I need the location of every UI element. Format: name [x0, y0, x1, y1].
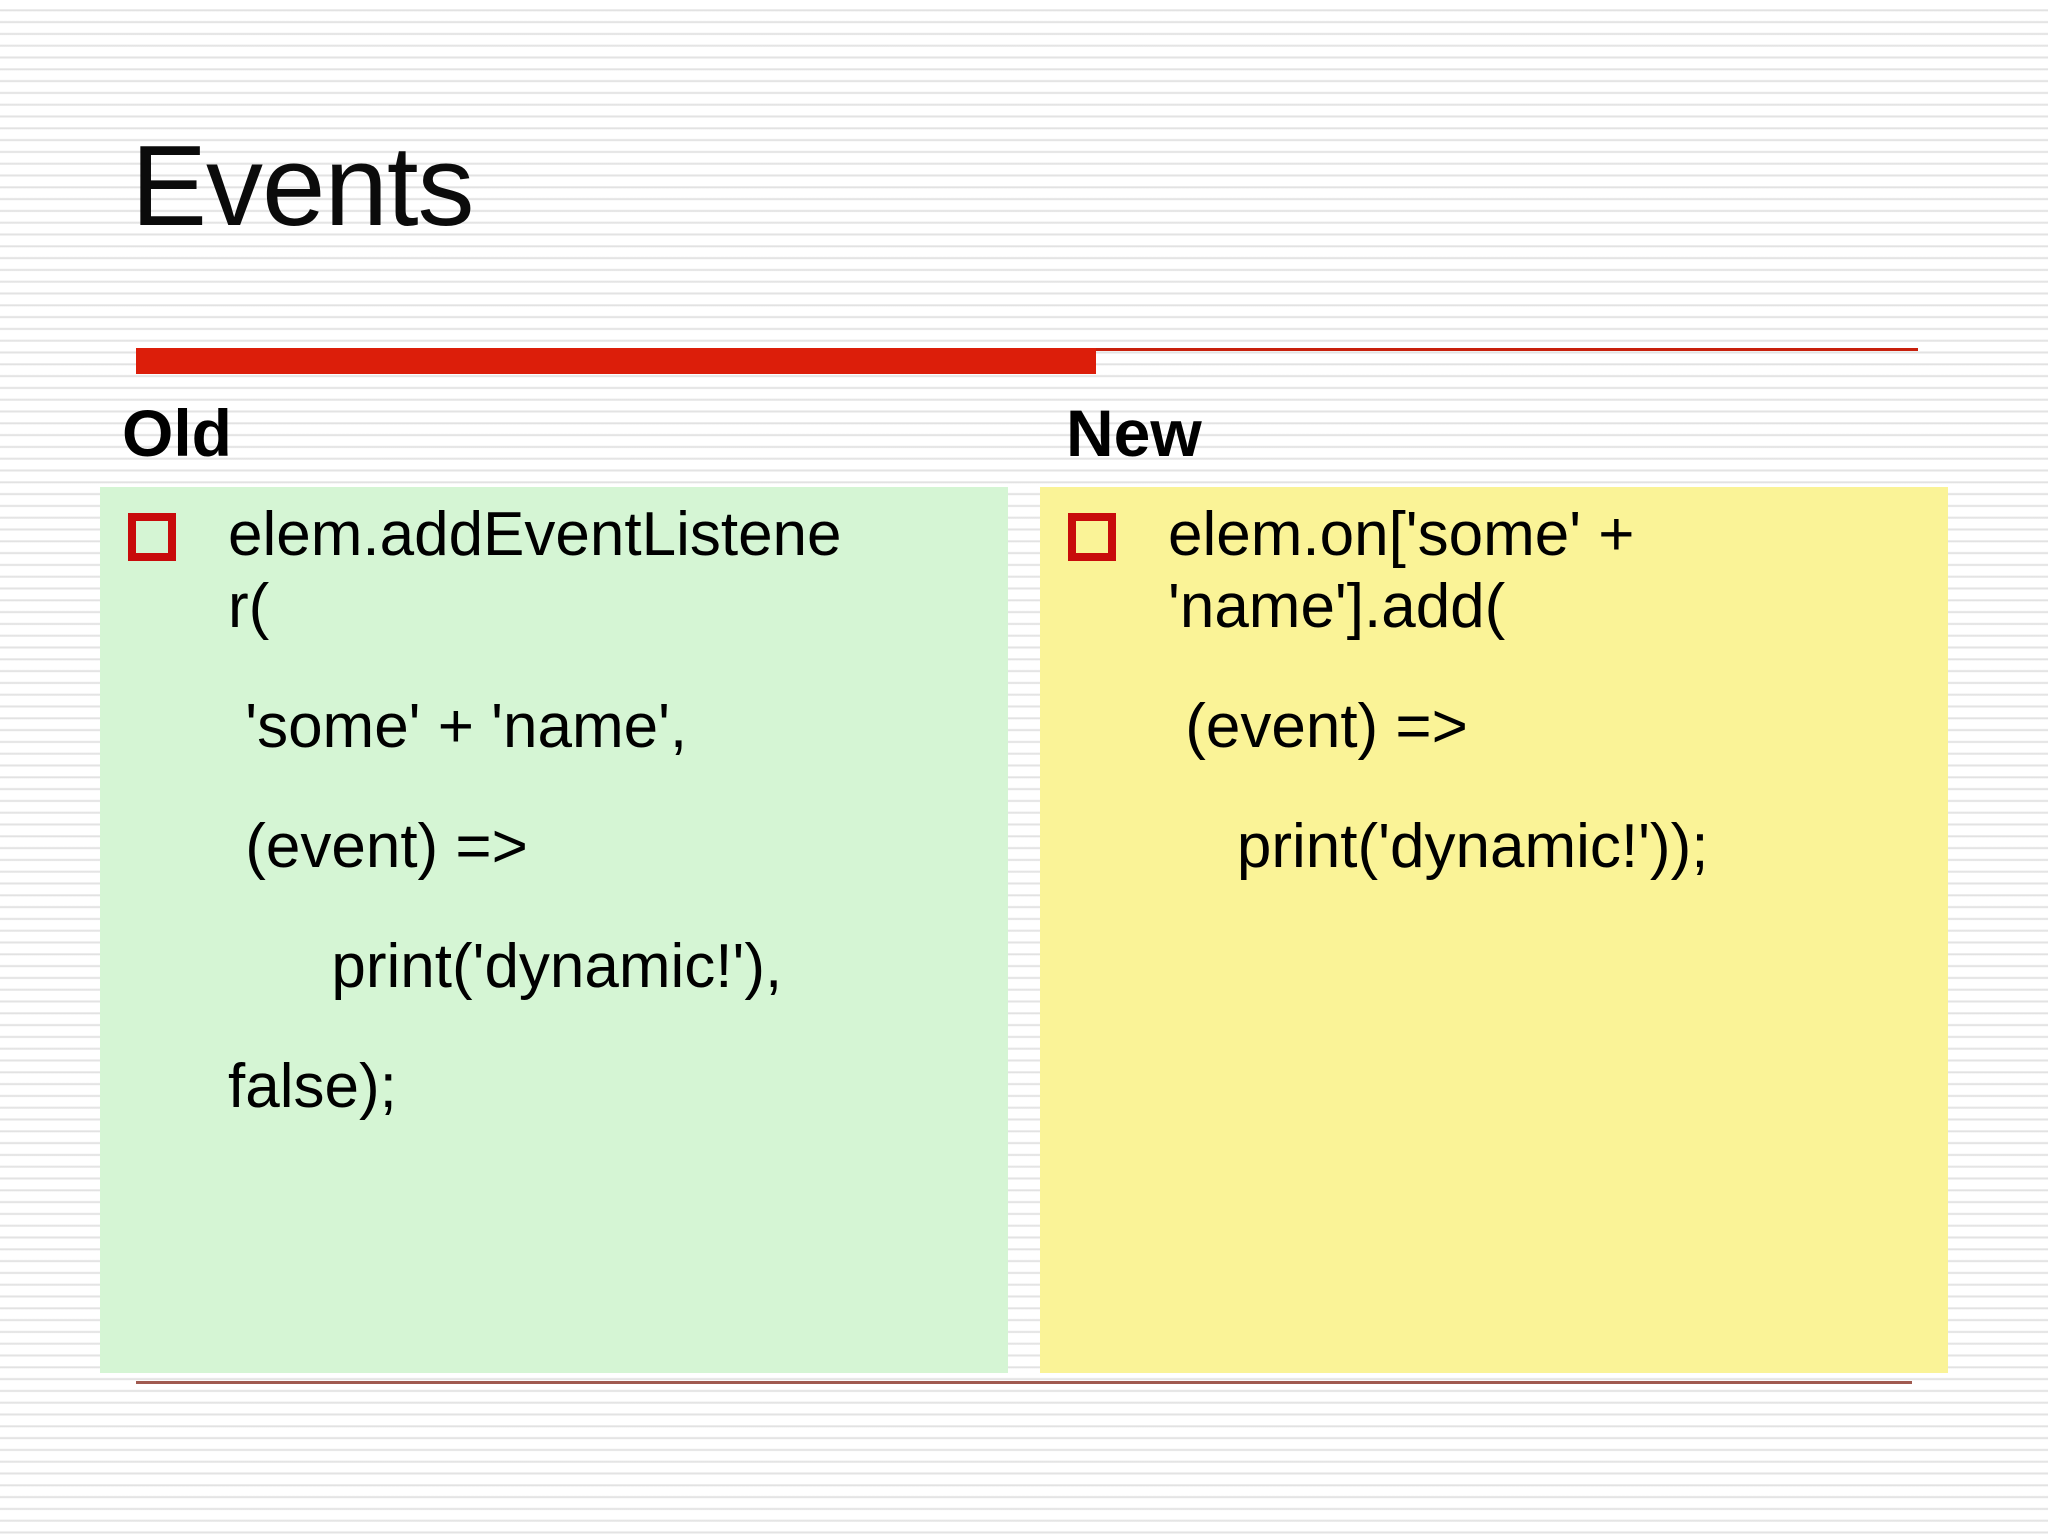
- old-code-box: elem.addEventListene r( 'some' + 'name',…: [100, 487, 1008, 1373]
- bullet-square-icon: [128, 513, 176, 561]
- code-paragraph: print('dynamic!'),: [228, 932, 783, 1001]
- footer-rule: [136, 1381, 1912, 1384]
- code-paragraph: print('dynamic!'));: [1168, 812, 1709, 881]
- code-paragraph: elem.addEventListene r(: [128, 499, 984, 643]
- code-paragraph: (event) =>: [228, 812, 528, 881]
- code-paragraph: elem.on['some' + 'name'].add(: [1068, 499, 1924, 643]
- new-code-box: elem.on['some' + 'name'].add( (event) =>…: [1040, 487, 1948, 1373]
- column-header-old: Old: [122, 396, 232, 470]
- code-paragraph: 'some' + 'name',: [228, 692, 688, 761]
- bullet-square-icon: [1068, 513, 1116, 561]
- code-text: elem.on['some' + 'name'].add(: [1168, 500, 1635, 641]
- slide-title: Events: [131, 123, 475, 250]
- column-header-new: New: [1066, 396, 1202, 470]
- title-underline-thick: [136, 348, 1096, 374]
- code-paragraph: (event) =>: [1168, 692, 1468, 761]
- code-text: elem.addEventListene r(: [228, 500, 842, 641]
- code-paragraph: false);: [228, 1052, 397, 1121]
